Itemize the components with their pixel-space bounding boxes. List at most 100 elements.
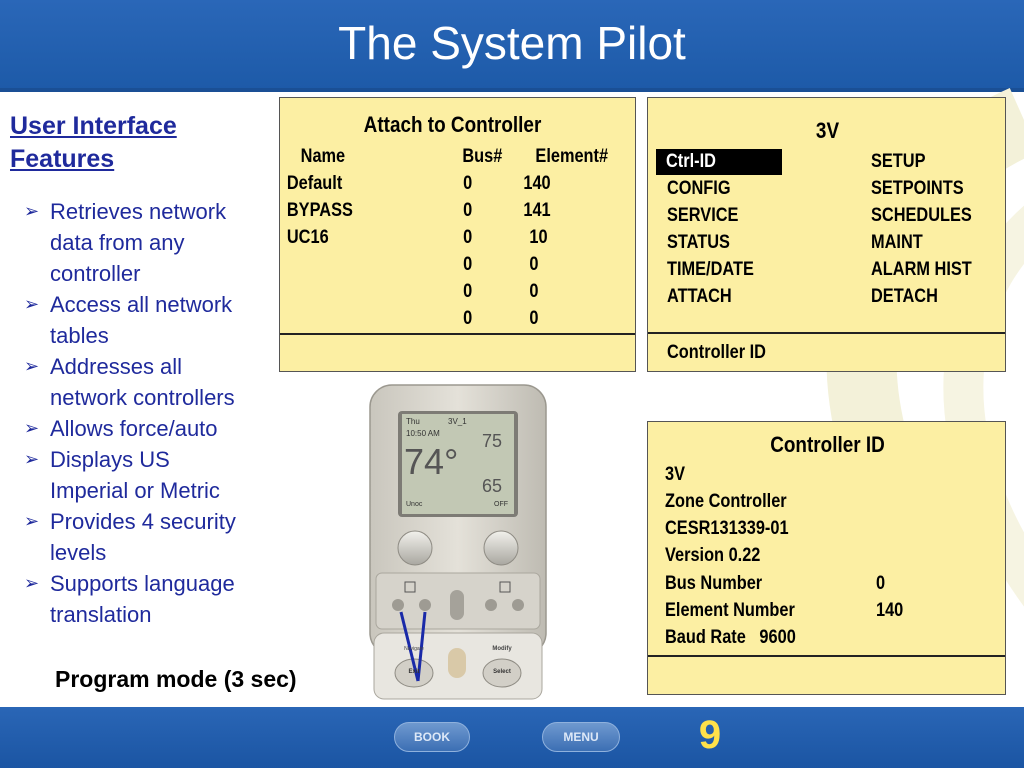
bullet-arrow-icon: ➢ (24, 356, 40, 376)
feature-line: Displays US (50, 447, 170, 472)
panel-divider (280, 333, 635, 335)
book-button-label: BOOK (414, 730, 450, 744)
bullet-arrow-icon: ➢ (24, 294, 40, 314)
menu-item-config[interactable]: CONFIG (667, 178, 731, 199)
menu-item-service[interactable]: SERVICE (667, 205, 739, 226)
row-bus: 0 (463, 227, 473, 248)
header-divider (0, 88, 1024, 92)
menu-item-ctrl-id[interactable]: Ctrl-ID (656, 149, 782, 175)
header-band (0, 0, 1024, 90)
row-element: 10 (529, 227, 548, 248)
menu-item-time-date[interactable]: TIME/DATE (667, 259, 754, 280)
bullet-arrow-icon: ➢ (24, 511, 40, 531)
device-lcd-day: Thu (406, 417, 420, 426)
row-bus: 0 (463, 281, 473, 302)
controller-line-name: 3V (665, 464, 685, 485)
menu-button[interactable]: MENU (542, 722, 620, 752)
attach-table-row[interactable]: UC16 0 10 (280, 227, 585, 254)
device-lcd-zone: 3V_1 (448, 417, 467, 426)
device-illustration (369, 384, 547, 700)
attach-table-row[interactable]: 0 0 (280, 308, 585, 335)
feature-line: controller (50, 261, 141, 286)
book-button[interactable]: BOOK (394, 722, 470, 752)
feature-line: Imperial or Metric (50, 478, 220, 503)
modify-button-label: Modify (492, 646, 512, 652)
controller-id-panel: Controller ID 3V Zone Controller CESR131… (647, 421, 1006, 695)
attach-table-row[interactable]: Default 0 140 (280, 173, 585, 200)
menu-item-attach[interactable]: ATTACH (667, 286, 732, 307)
bullet-arrow-icon: ➢ (24, 201, 40, 221)
feature-line: Retrieves network (50, 199, 227, 224)
feature-item: ➢ Access all network tables (24, 289, 274, 351)
menu-item-setup[interactable]: SETUP (871, 151, 926, 172)
footer-band (0, 707, 1024, 768)
column-header-name: Name (300, 146, 346, 167)
row-element: 0 (529, 254, 539, 275)
menu-item-status[interactable]: STATUS (667, 232, 730, 253)
controller-line-serial: CESR131339-01 (665, 518, 789, 539)
attach-table-row[interactable]: BYPASS 0 141 (280, 200, 585, 227)
menu-item-alarm-hist[interactable]: ALARM HIST (871, 259, 972, 280)
column-header-element: Element# (535, 146, 609, 167)
feature-line: Addresses all (50, 354, 183, 379)
bullet-arrow-icon: ➢ (24, 573, 40, 593)
row-element: 141 (523, 200, 551, 221)
features-heading: User Interface Features (10, 110, 240, 176)
element-number-value: 140 (876, 600, 904, 621)
attach-table-row[interactable]: 0 0 (280, 281, 585, 308)
device-lcd-heat-setpoint: 75 (482, 431, 503, 451)
device-lcd-temperature: 74° (404, 441, 459, 482)
row-bus: 0 (463, 308, 473, 329)
controller-line-version: Version 0.22 (665, 545, 761, 566)
row-element: 0 (529, 308, 539, 329)
attach-table-header: Name Bus# Element# (280, 146, 608, 173)
feature-item: ➢ Supports language translation (24, 568, 274, 630)
menu-button-label: MENU (563, 730, 599, 744)
row-element: 140 (523, 173, 551, 194)
feature-line: Provides 4 security (50, 509, 236, 534)
attach-panel-title: Attach to Controller (363, 112, 542, 137)
system-pilot-device: Thu 3V_1 10:50 AM 74° 75 65 Unoc OFF Nav… (368, 383, 548, 703)
main-menu-panel: 3V Ctrl-ID CONFIG SERVICE STATUS TIME/DA… (647, 97, 1006, 372)
row-bus: 0 (463, 254, 473, 275)
attach-controller-panel: Attach to Controller Name Bus# Element# … (279, 97, 636, 372)
feature-line: Access all network (50, 292, 233, 317)
menu-item-setpoints[interactable]: SETPOINTS (871, 178, 964, 199)
menu-item-schedules[interactable]: SCHEDULES (871, 205, 972, 226)
controller-line-element-number: Element Number (665, 600, 795, 621)
panel-divider (648, 655, 1005, 657)
feature-line: data from any (50, 230, 185, 255)
feature-list: ➢ Retrieves network data from any contro… (24, 196, 274, 630)
row-element: 0 (529, 281, 539, 302)
feature-line: translation (50, 602, 152, 627)
features-heading-line1: User Interface (10, 112, 177, 140)
row-name: Default (286, 173, 343, 194)
feature-line: levels (50, 540, 107, 565)
device-lcd-occupancy: Unoc (406, 501, 423, 508)
feature-item: ➢ Retrieves network data from any contro… (24, 196, 274, 289)
feature-item: ➢ Allows force/auto (24, 413, 274, 444)
features-heading-line2: Features (10, 145, 115, 173)
device-lcd-mode: OFF (494, 501, 508, 508)
column-header-bus: Bus# (462, 146, 503, 167)
menu-item-detach[interactable]: DETACH (871, 286, 938, 307)
feature-item: ➢ Provides 4 security levels (24, 506, 274, 568)
feature-line: network controllers (50, 385, 235, 410)
feature-item: ➢ Displays US Imperial or Metric (24, 444, 274, 506)
row-bus: 0 (463, 200, 473, 221)
bullet-arrow-icon: ➢ (24, 449, 40, 469)
row-bus: 0 (463, 173, 473, 194)
select-button[interactable]: Select (493, 669, 511, 675)
controller-panel-title: Controller ID (770, 432, 885, 457)
panel-divider (648, 332, 1005, 334)
controller-line-type: Zone Controller (665, 491, 787, 512)
bus-number-value: 0 (876, 573, 886, 594)
feature-line: Supports language (50, 571, 235, 596)
program-mode-caption: Program mode (3 sec) (55, 666, 297, 692)
row-name: BYPASS (286, 200, 353, 221)
menu-item-maint[interactable]: MAINT (871, 232, 923, 253)
feature-line: tables (50, 323, 109, 348)
attach-table-row[interactable]: 0 0 (280, 254, 585, 281)
exit-button[interactable]: Exit (408, 669, 420, 675)
controller-line-baud-rate: Baud Rate 9600 (665, 627, 796, 648)
